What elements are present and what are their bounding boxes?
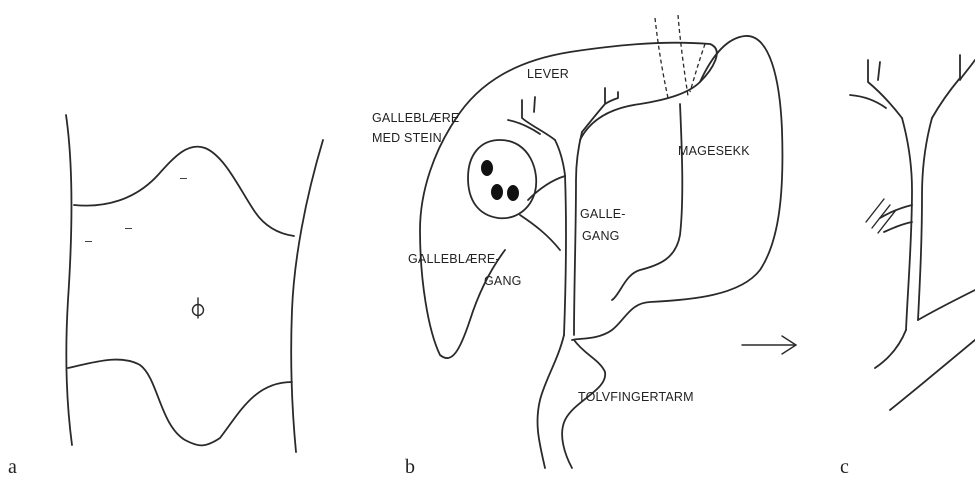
label-cystic-duct-line2: GANG <box>484 274 522 288</box>
cystic-duct <box>520 176 565 250</box>
duct-right-branch-upper <box>932 55 975 118</box>
gallstone-3 <box>507 185 519 201</box>
bile-duct-left-branch <box>508 97 555 140</box>
label-gallbladder-line1: GALLEBLÆRE <box>372 111 459 125</box>
gallbladder-outline <box>468 140 536 218</box>
duodenum-upper-edge <box>875 330 906 368</box>
liver-left-lobe <box>420 120 505 358</box>
label-duodenum: TOLVFINGERTARM <box>578 390 694 404</box>
panel-b-anatomy: LEVER GALLEBLÆRE MED STEIN GALLE- GANG M… <box>372 15 796 477</box>
duodenum-left-edge <box>537 335 564 468</box>
common-bile-duct <box>555 132 582 335</box>
navel-symbol <box>193 298 204 318</box>
panel-a-abdomen: – – – a <box>8 115 323 477</box>
panel-letter-b: b <box>405 456 415 477</box>
panel-letter-c: c <box>840 456 849 477</box>
esophagus-dashed-2 <box>678 15 688 96</box>
label-bile-duct-line1: GALLE- <box>580 207 626 221</box>
torso-right-edge <box>291 140 323 452</box>
label-cystic-duct-line1: GALLEBLÆRE- <box>408 252 500 266</box>
stomach-outline <box>572 36 782 340</box>
mark-left-1: – <box>85 234 92 248</box>
stomach-inner-edge <box>612 104 682 300</box>
arrow-to-panel-c <box>742 336 796 354</box>
stump-cystic-duct <box>880 205 912 232</box>
gallstone-2 <box>491 184 503 200</box>
liver-outline <box>455 43 717 140</box>
panel-c-post-op: c <box>840 55 975 477</box>
mark-left-2: – <box>125 221 132 235</box>
duodenum-lower-edge <box>918 290 975 320</box>
label-stomach: MAGESEKK <box>678 144 750 158</box>
panel-letter-a: a <box>8 456 17 477</box>
rib-margin-curve <box>74 147 294 236</box>
pelvis-curve <box>68 360 292 446</box>
duct-left-branch-upper <box>850 60 902 118</box>
torso-left-edge <box>66 115 72 445</box>
gallstone-1 <box>481 160 493 176</box>
label-gallbladder-line2: MED STEIN <box>372 131 442 145</box>
esophagus-dashed-1 <box>655 18 668 98</box>
label-bile-duct-line2: GANG <box>582 229 620 243</box>
label-liver: LEVER <box>527 67 569 81</box>
duodenum-right-edge <box>562 340 605 468</box>
mark-upper: – <box>180 171 187 185</box>
duodenum-bottom <box>890 340 975 410</box>
duct-stem-right <box>918 118 932 320</box>
